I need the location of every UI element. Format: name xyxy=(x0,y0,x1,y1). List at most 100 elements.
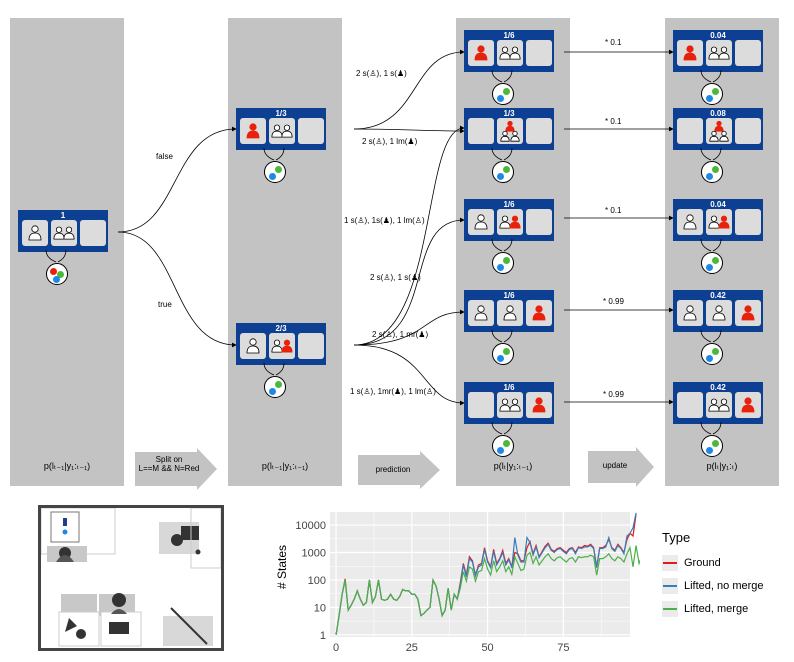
connector-icon xyxy=(491,148,513,161)
dot-icon xyxy=(706,355,713,362)
dot-icon xyxy=(503,440,510,447)
state-box-p1: 1/6 xyxy=(464,30,554,72)
update-step-label: update xyxy=(602,461,628,470)
x-tick-label: 50 xyxy=(481,642,493,654)
state-probability: 0.04 xyxy=(710,200,726,209)
state-probability: 0.42 xyxy=(710,291,726,300)
dot-icon xyxy=(497,173,504,180)
edge-label-true: true xyxy=(158,300,172,309)
dot-icon xyxy=(712,88,719,95)
state-probability: 1/3 xyxy=(503,109,515,118)
state-probability: 1 xyxy=(60,211,66,220)
location-slot xyxy=(735,392,761,418)
legend-item: Lifted, merge xyxy=(662,601,792,617)
dot-icon xyxy=(497,95,504,102)
location-slot xyxy=(526,118,552,144)
dot-icon xyxy=(706,264,713,271)
location-slot xyxy=(468,118,494,144)
location-slot xyxy=(497,392,523,418)
x-tick-label: 0 xyxy=(333,642,339,654)
y-tick-label: 10000 xyxy=(295,520,326,532)
state-box-q3: 0.04 xyxy=(673,199,763,241)
state-box-q2: 0.08 xyxy=(673,108,763,150)
state-box-p4: 1/6 xyxy=(464,290,554,332)
dot-icon xyxy=(503,166,510,173)
y-tick-label: 1 xyxy=(320,630,326,642)
dot-icon xyxy=(57,271,64,278)
dot-icon xyxy=(503,88,510,95)
edge-label: 2 s(♙), 1 s(♟) xyxy=(370,273,421,282)
dot-icon xyxy=(706,447,713,454)
dot-icon xyxy=(497,355,504,362)
connector-icon xyxy=(700,148,722,161)
connector-icon xyxy=(700,239,722,252)
location-slot xyxy=(298,118,324,144)
belief-circle xyxy=(492,161,514,183)
connector-icon xyxy=(45,250,67,263)
location-slot xyxy=(526,209,552,235)
location-slot xyxy=(497,209,523,235)
legend-label: Lifted, no merge xyxy=(684,580,764,592)
update-label: * 0.99 xyxy=(603,390,624,399)
location-slot xyxy=(706,118,732,144)
prediction-step-arrow: prediction xyxy=(358,451,440,494)
edge-label: 1 s(♙), 1mr(♟), 1 lm(♙) xyxy=(350,387,436,396)
column-label: p(lₜ|y₁:ₜ) xyxy=(706,461,738,471)
state-probability: 0.04 xyxy=(710,31,726,40)
location-slot xyxy=(735,209,761,235)
location-slot xyxy=(240,333,266,359)
legend-swatch-icon xyxy=(662,578,678,594)
update-step-arrow: update xyxy=(588,447,654,492)
state-box-q4: 0.42 xyxy=(673,290,763,332)
state-box-b: 2/3 xyxy=(236,323,326,365)
edge-label: 1 s(♙), 1s(♟), 1 lm(♙) xyxy=(344,216,425,225)
y-tick-label: 100 xyxy=(308,575,326,587)
dot-icon xyxy=(712,348,719,355)
belief-circle xyxy=(492,252,514,274)
belief-circle xyxy=(492,343,514,365)
legend-label: Ground xyxy=(684,557,721,569)
location-slot xyxy=(735,300,761,326)
location-slot xyxy=(497,118,523,144)
location-slot xyxy=(735,118,761,144)
floor-plan xyxy=(38,505,224,651)
prediction-step-label: prediction xyxy=(375,465,411,474)
location-slot xyxy=(677,118,703,144)
state-box-p2: 1/3 xyxy=(464,108,554,150)
state-probability: 1/3 xyxy=(275,109,287,118)
dot-icon xyxy=(53,276,60,283)
legend-swatch-icon xyxy=(662,555,678,571)
update-label: * 0.1 xyxy=(605,206,622,215)
column-label: p(lₜ|y₁:ₜ₋₁) xyxy=(493,461,533,471)
diagram: p(lₜ₋₁|y₁:ₜ₋₁) p(lₜ₋₁|y₁:ₜ₋₁) p(lₜ|y₁:ₜ₋… xyxy=(10,18,779,495)
state-probability: 1/6 xyxy=(503,383,515,392)
location-slot xyxy=(468,40,494,66)
legend-item: Lifted, no merge xyxy=(662,578,792,594)
dot-icon xyxy=(712,257,719,264)
location-slot xyxy=(706,209,732,235)
state-probability: 1/6 xyxy=(503,291,515,300)
dot-icon xyxy=(275,166,282,173)
edge-label: 2 s(♙), 1 s(♟) xyxy=(356,69,407,78)
belief-circle xyxy=(492,83,514,105)
edge-label: 2 s(♙), 1 lm(♟) xyxy=(362,137,418,146)
connector-icon xyxy=(263,148,285,161)
state-probability: 1/6 xyxy=(503,200,515,209)
plot-background xyxy=(330,512,630,637)
dot-icon xyxy=(503,257,510,264)
connector-icon xyxy=(263,363,285,376)
location-slot xyxy=(22,220,48,246)
column-prior: p(lₜ₋₁|y₁:ₜ₋₁) xyxy=(10,18,124,486)
split-step-arrow: Split on L==M && N=Red xyxy=(135,448,217,495)
state-probability: 0.42 xyxy=(710,383,726,392)
split-step-label: Split on L==M && N=Red xyxy=(138,455,200,473)
location-slot xyxy=(497,40,523,66)
update-label: * 0.1 xyxy=(605,38,622,47)
location-slot xyxy=(269,333,295,359)
dot-icon xyxy=(269,388,276,395)
location-slot xyxy=(706,392,732,418)
belief-circle xyxy=(264,161,286,183)
dot-icon xyxy=(497,447,504,454)
belief-circle xyxy=(701,435,723,457)
